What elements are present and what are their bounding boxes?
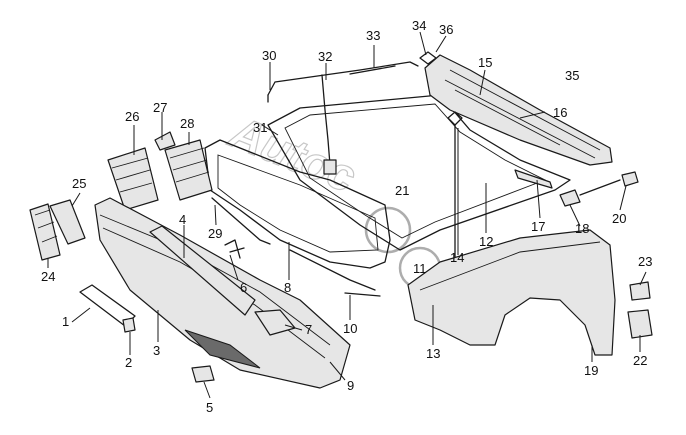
- callout-33: 33: [366, 28, 380, 43]
- callout-5: 5: [206, 400, 213, 415]
- callout-12: 12: [479, 234, 493, 249]
- callout-34: 34: [412, 18, 426, 33]
- callout-8: 8: [284, 280, 291, 295]
- callout-1: 1: [62, 314, 69, 329]
- turn-signal-lamps: [29, 199, 86, 261]
- callout-21: 21: [395, 183, 409, 198]
- front-fender: [407, 229, 616, 356]
- callout-17: 17: [531, 219, 545, 234]
- callout-15: 15: [478, 55, 492, 70]
- callout-7: 7: [305, 322, 312, 337]
- callout-3: 3: [153, 343, 160, 358]
- callout-20: 20: [612, 211, 626, 226]
- svg-text:Autoc: Autoc: [222, 105, 363, 202]
- callout-18: 18: [575, 221, 589, 236]
- callout-10: 10: [343, 321, 357, 336]
- hood-rods: [267, 61, 419, 103]
- callout-4: 4: [179, 212, 186, 227]
- grille-frame: [204, 139, 391, 269]
- callout-13: 13: [426, 346, 440, 361]
- hood-latch-cable: [321, 74, 337, 175]
- license-plate-bracket: [79, 284, 136, 327]
- bumper-reinforcement: [149, 225, 256, 316]
- callout-14: 14: [450, 250, 464, 265]
- callout-6: 6: [240, 280, 247, 295]
- callout-28: 28: [180, 116, 194, 131]
- callout-31: 31: [253, 120, 267, 135]
- callout-27: 27: [153, 100, 167, 115]
- headlamps: [107, 139, 213, 211]
- callout-26: 26: [125, 109, 139, 124]
- callout-labels: 1 2 3 4 5 6 7 8 9 10 11 12 13 14 15 16 1…: [41, 18, 652, 415]
- callout-25: 25: [72, 176, 86, 191]
- callout-23: 23: [638, 254, 652, 269]
- small-parts: [122, 51, 653, 383]
- callout-29: 29: [208, 226, 222, 241]
- callout-36: 36: [439, 22, 453, 37]
- callout-32: 32: [318, 49, 332, 64]
- callout-2: 2: [125, 355, 132, 370]
- callout-35: 35: [565, 68, 579, 83]
- callout-9: 9: [347, 378, 354, 393]
- callout-11: 11: [413, 261, 427, 276]
- callout-30: 30: [262, 48, 276, 63]
- leader-lines: [47, 31, 647, 399]
- callout-16: 16: [553, 105, 567, 120]
- cowl-panel: [424, 54, 613, 166]
- callout-22: 22: [633, 353, 647, 368]
- callout-24: 24: [41, 269, 55, 284]
- callout-19: 19: [584, 363, 598, 378]
